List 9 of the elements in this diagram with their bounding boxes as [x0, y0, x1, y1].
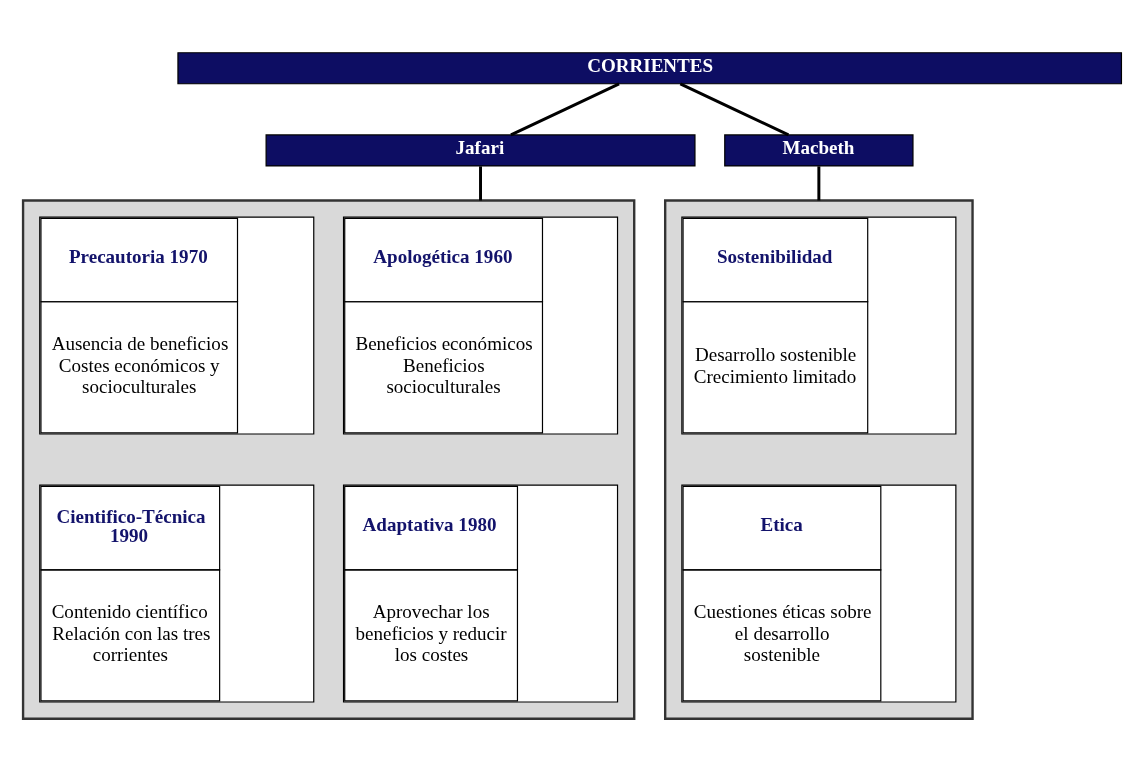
connector — [679, 82, 790, 136]
node-box: Macbeth — [724, 133, 914, 167]
connector — [479, 165, 482, 200]
cluster — [664, 198, 974, 720]
node-box: Jafari — [265, 133, 696, 167]
connector — [817, 165, 821, 200]
connector — [510, 82, 620, 136]
node-box: CORRIENTES — [177, 51, 1123, 84]
cluster — [21, 198, 636, 720]
